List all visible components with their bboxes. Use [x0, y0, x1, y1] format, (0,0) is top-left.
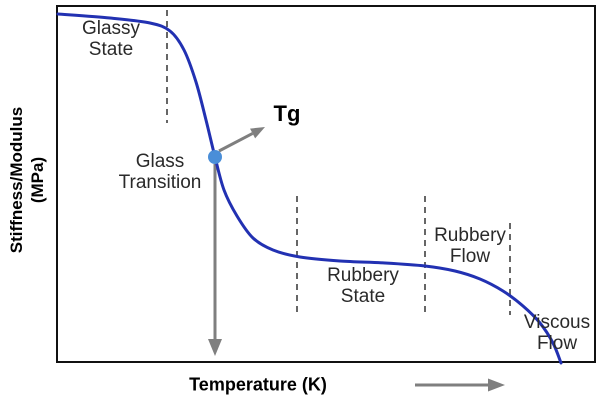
- y-axis-label: Stiffness/Modulus (MPa): [7, 106, 47, 254]
- tg-drop-arrow-head: [208, 339, 222, 356]
- viscous-flow-label: Viscous Flow: [523, 312, 591, 354]
- modulus-curve: [56, 12, 563, 365]
- x-axis-label: Temperature (K): [189, 374, 327, 395]
- plot-frame: [56, 5, 596, 363]
- temperature-increase-arrow-head: [488, 378, 505, 392]
- tg-marker-dot: [208, 150, 222, 164]
- rubbery-flow-label: Rubbery Flow: [434, 225, 506, 267]
- tg-label: Tg: [273, 101, 301, 126]
- tg-arrow: [218, 132, 254, 153]
- glassy-state-label: Glassy State: [81, 18, 141, 60]
- rubbery-state-label: Rubbery State: [327, 265, 399, 307]
- glass-transition-label: Glass Transition: [118, 151, 202, 193]
- tg-arrow-head: [250, 127, 265, 139]
